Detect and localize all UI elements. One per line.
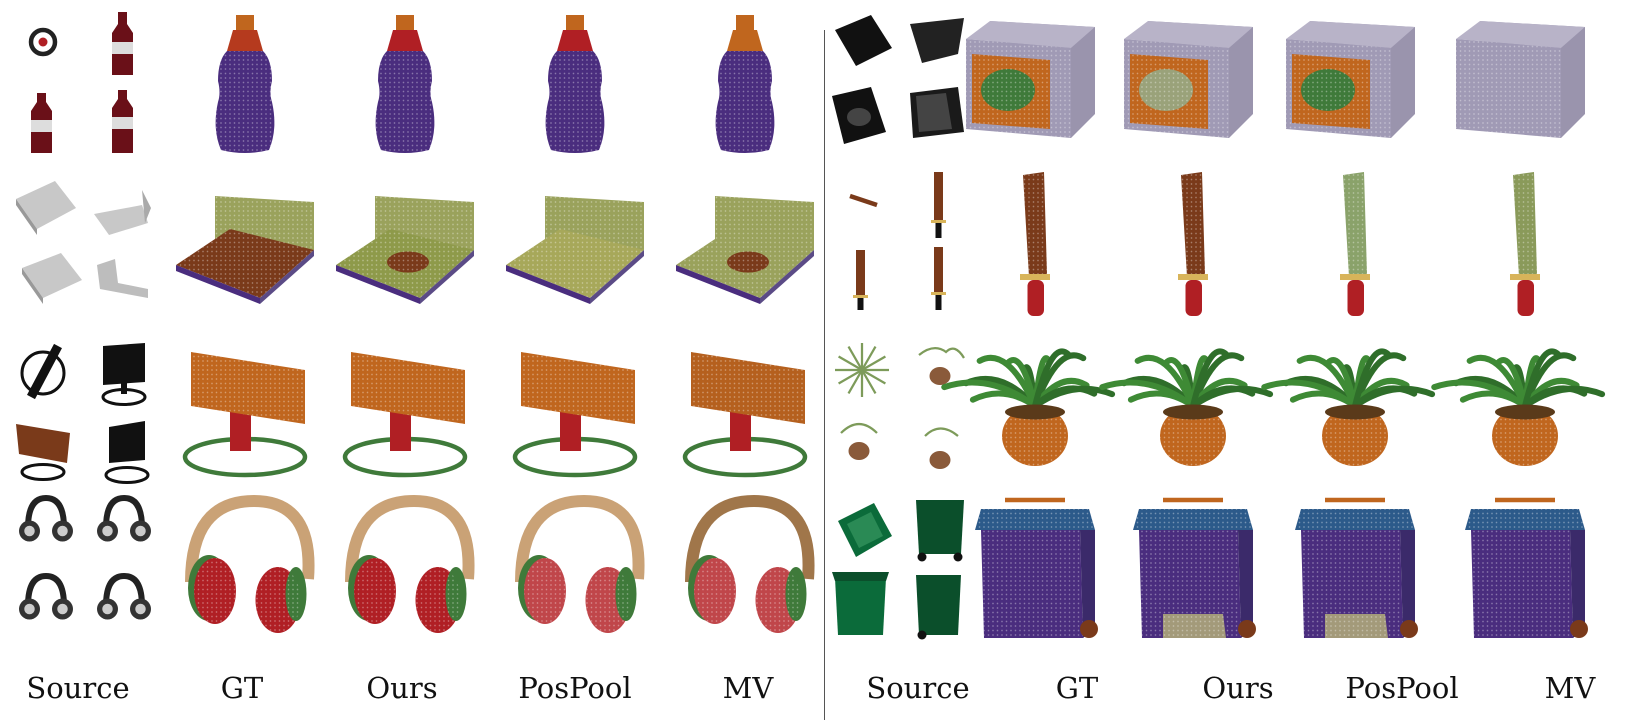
col-label-pospool-right: PosPool bbox=[1345, 671, 1459, 705]
bed-pospool-render bbox=[500, 168, 650, 320]
plant-mv-render bbox=[1431, 336, 1606, 488]
source-bed-thumbnails bbox=[10, 168, 160, 320]
knife-gt-render bbox=[960, 168, 1110, 320]
trash-bin-pospool-render bbox=[1280, 488, 1430, 650]
bottle-mv-render bbox=[670, 8, 820, 160]
source-microwave-thumbnails bbox=[826, 8, 976, 160]
col-label-ours-left: Ours bbox=[366, 671, 438, 705]
monitor-pospool-render bbox=[500, 336, 650, 488]
bottle-gt-render bbox=[170, 8, 320, 160]
col-label-mv-right: MV bbox=[1544, 671, 1596, 705]
col-label-pospool-left: PosPool bbox=[518, 671, 632, 705]
trash-bin-gt-render bbox=[960, 488, 1110, 650]
plant-pospool-render bbox=[1261, 336, 1436, 488]
microwave-ours-render bbox=[1118, 8, 1268, 160]
source-headphones-thumbnails bbox=[10, 488, 160, 640]
source-plant-thumbnails bbox=[826, 336, 976, 488]
col-label-gt-left: GT bbox=[220, 671, 264, 705]
bottle-pospool-render bbox=[500, 8, 650, 160]
microwave-pospool-render bbox=[1280, 8, 1430, 160]
bed-ours-render bbox=[330, 168, 480, 320]
col-label-ours-right: Ours bbox=[1202, 671, 1274, 705]
knife-ours-render bbox=[1118, 168, 1268, 320]
monitor-mv-render bbox=[670, 336, 820, 488]
monitor-gt-render bbox=[170, 336, 320, 488]
source-bottle-thumbnails bbox=[10, 8, 160, 160]
source-trash-bin-thumbnails bbox=[826, 488, 976, 650]
monitor-ours-render bbox=[330, 336, 480, 488]
headphones-mv-render bbox=[670, 488, 820, 640]
source-monitor-thumbnails bbox=[10, 336, 160, 488]
trash-bin-mv-render bbox=[1450, 488, 1600, 650]
bed-gt-render bbox=[170, 168, 320, 320]
knife-pospool-render bbox=[1280, 168, 1430, 320]
plant-ours-render bbox=[1099, 336, 1274, 488]
source-knife-thumbnails bbox=[826, 168, 976, 320]
bottle-ours-render bbox=[330, 8, 480, 160]
trash-bin-ours-render bbox=[1118, 488, 1268, 650]
knife-mv-render bbox=[1450, 168, 1600, 320]
microwave-mv-render bbox=[1450, 8, 1600, 160]
plant-gt-render bbox=[941, 336, 1116, 488]
col-label-source-right: Source bbox=[866, 671, 970, 705]
headphones-gt-render bbox=[170, 488, 320, 640]
headphones-ours-render bbox=[330, 488, 480, 640]
col-label-source-left: Source bbox=[26, 671, 130, 705]
microwave-gt-render bbox=[960, 8, 1110, 160]
panel-divider bbox=[824, 30, 825, 720]
bed-mv-render bbox=[670, 168, 820, 320]
col-label-mv-left: MV bbox=[722, 671, 774, 705]
col-label-gt-right: GT bbox=[1055, 671, 1099, 705]
headphones-pospool-render bbox=[500, 488, 650, 640]
